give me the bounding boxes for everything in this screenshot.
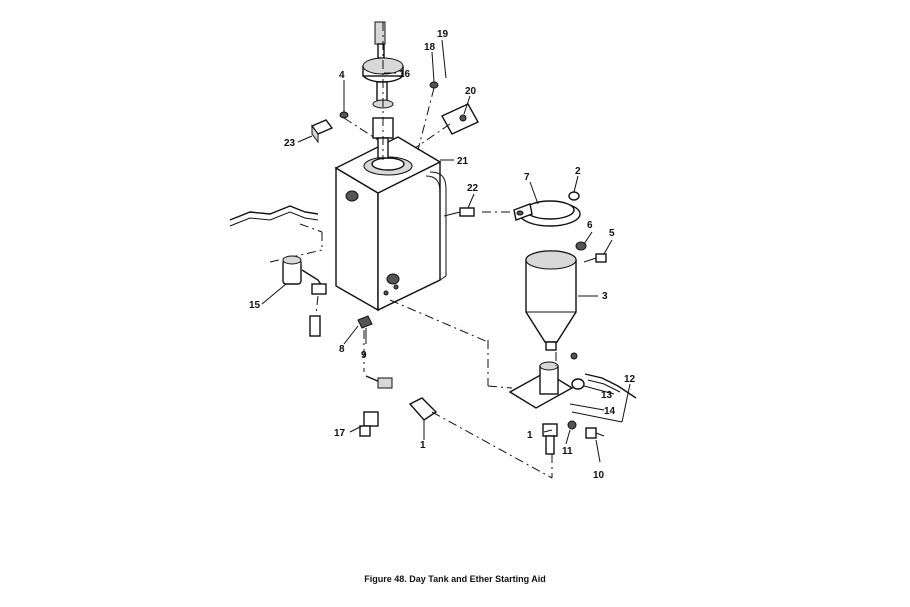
callout-22: 22 (467, 183, 479, 194)
callout-4: 4 (339, 70, 345, 81)
tank-cap-assembly (362, 21, 404, 160)
callout-17: 17 (334, 428, 346, 439)
day-tank (334, 136, 447, 312)
callout-21: 21 (457, 156, 469, 167)
callout-20: 20 (465, 86, 477, 97)
callout-15: 15 (249, 300, 261, 311)
fuel-filter-assembly (229, 205, 327, 337)
callout-16: 16 (399, 69, 411, 80)
callout-8: 8 (339, 344, 345, 355)
callout-7: 7 (524, 172, 530, 183)
canister-clamp (482, 191, 607, 263)
callout-3: 3 (602, 291, 608, 302)
callout-19: 19 (437, 29, 449, 40)
callout-1-left: 1 (420, 440, 426, 451)
callout-1-right: 1 (527, 430, 533, 441)
leader-lines (261, 39, 631, 463)
callout-2: 2 (575, 166, 581, 177)
ether-valve-body (487, 340, 637, 455)
callout-10: 10 (593, 470, 605, 481)
callout-11: 11 (562, 446, 573, 457)
callout-13: 13 (601, 390, 613, 401)
lower-fittings (359, 299, 553, 479)
callout-5: 5 (609, 228, 615, 239)
callout-23: 23 (284, 138, 296, 149)
callout-9: 9 (361, 350, 367, 361)
callout-14: 14 (604, 406, 616, 417)
callout-labels: 1 1 2 3 4 5 6 7 8 9 10 11 12 13 14 15 16… (249, 29, 636, 481)
callout-6: 6 (587, 220, 593, 231)
ether-canister (525, 250, 577, 351)
mounting-hardware (357, 207, 475, 372)
callout-18: 18 (424, 42, 436, 53)
figure-caption: Figure 48. Day Tank and Ether Starting A… (364, 574, 546, 584)
callout-12: 12 (624, 374, 636, 385)
